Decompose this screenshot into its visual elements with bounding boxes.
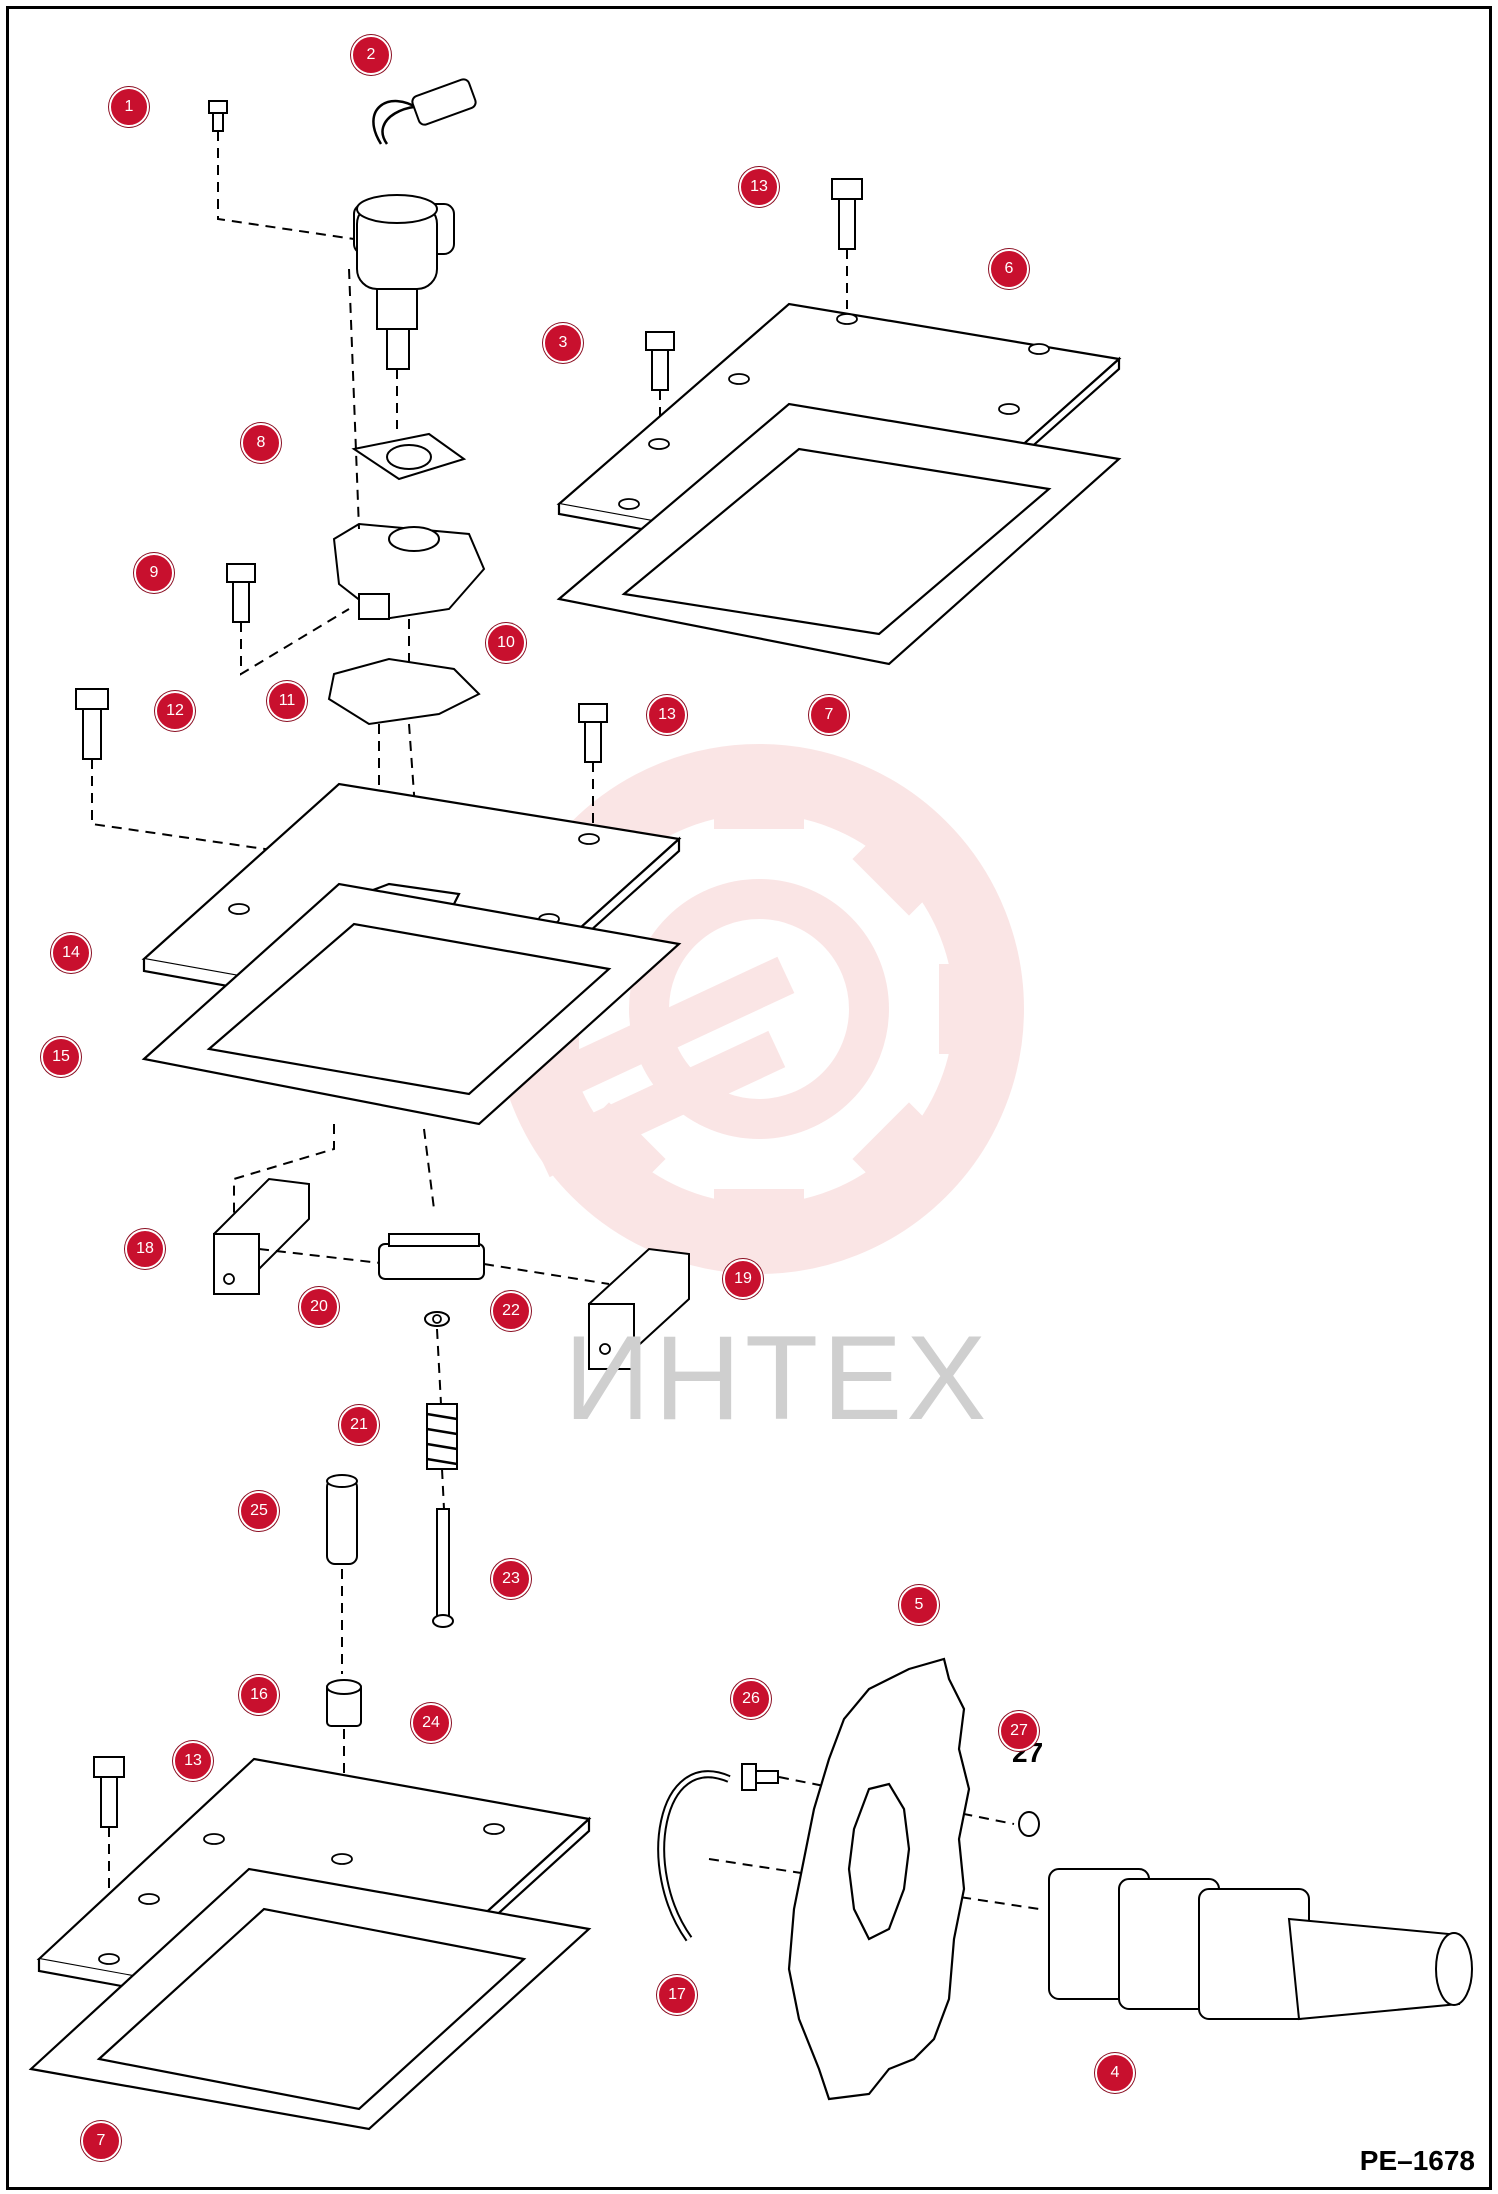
ball-part-22	[424, 1311, 450, 1327]
callout-10[interactable]: 10	[486, 623, 526, 663]
exploded-parts-diagram	[28, 78, 1473, 2131]
callout-8[interactable]: 8	[241, 423, 281, 463]
callout-3[interactable]: 3	[543, 323, 583, 363]
callout-14[interactable]: 14	[51, 933, 91, 973]
solenoid-part-2	[353, 78, 477, 370]
end-block-part-18	[213, 1177, 310, 1295]
screw-part-26	[741, 1763, 779, 1791]
gasket-part-8	[351, 432, 467, 481]
callout-7-bottom[interactable]: 7	[81, 2121, 121, 2161]
bolt-part-13-bottom	[93, 1756, 125, 1828]
callout-13-top[interactable]: 13	[739, 167, 779, 207]
bolt-part-3	[645, 331, 675, 391]
callout-26[interactable]: 26	[731, 1679, 771, 1719]
callout-13-mid[interactable]: 13	[647, 695, 687, 735]
callout-25[interactable]: 25	[239, 1491, 279, 1531]
bolt-part-13-top	[831, 178, 863, 250]
brake-disc-part-5	[787, 1657, 971, 2101]
callout-20[interactable]: 20	[299, 1287, 339, 1327]
bolt-part-1	[208, 100, 228, 132]
spool-part-20	[378, 1233, 485, 1280]
callout-16[interactable]: 16	[239, 1675, 279, 1715]
callout-1[interactable]: 1	[109, 87, 149, 127]
callout-6[interactable]: 6	[989, 249, 1029, 289]
callout-18[interactable]: 18	[125, 1229, 165, 1269]
shaft-sprocket-part-4	[1048, 1868, 1473, 2021]
diagram-frame: ИНТЕХ 27 1 2 13 6 3 8 9 10 11 12 13 7 14…	[6, 6, 1492, 2190]
bolt-part-12	[75, 688, 109, 760]
callout-4[interactable]: 4	[1095, 2053, 1135, 2093]
gasket-part-7-top	[556, 402, 1122, 666]
gasket-part-11	[327, 657, 481, 726]
callout-19[interactable]: 19	[723, 1259, 763, 1299]
pin-part-23	[432, 1508, 454, 1628]
callout-17[interactable]: 17	[657, 1975, 697, 2015]
callout-2[interactable]: 2	[351, 35, 391, 75]
callout-15[interactable]: 15	[41, 1037, 81, 1077]
callout-24[interactable]: 24	[411, 1703, 451, 1743]
callout-5[interactable]: 5	[899, 1585, 939, 1625]
callout-22[interactable]: 22	[491, 1291, 531, 1331]
gasket-part-7-bottom	[28, 1867, 592, 2131]
callout-21[interactable]: 21	[339, 1405, 379, 1445]
bolt-part-9	[226, 563, 256, 623]
callout-7-top[interactable]: 7	[809, 695, 849, 735]
callout-11[interactable]: 11	[267, 681, 307, 721]
plug-part-16	[326, 1679, 362, 1727]
valve-body-part-10	[332, 522, 486, 621]
watermark-text: ИНТЕХ	[564, 1311, 991, 1445]
nut-part-27	[1018, 1811, 1040, 1837]
callout-12[interactable]: 12	[155, 691, 195, 731]
callout-23[interactable]: 23	[491, 1559, 531, 1599]
callout-9[interactable]: 9	[134, 553, 174, 593]
gasket-part-15	[141, 882, 682, 1126]
spring-part-21	[426, 1403, 458, 1470]
end-block-part-19	[588, 1247, 690, 1370]
sleeve-part-25	[326, 1474, 358, 1565]
callout-13-bottom[interactable]: 13	[173, 1741, 213, 1781]
snap-ring-part-17	[657, 1770, 731, 1942]
bolt-part-13-mid	[578, 703, 608, 763]
figure-id-label: PE–1678	[1359, 2145, 1475, 2176]
callout-27[interactable]: 27	[999, 1711, 1039, 1751]
